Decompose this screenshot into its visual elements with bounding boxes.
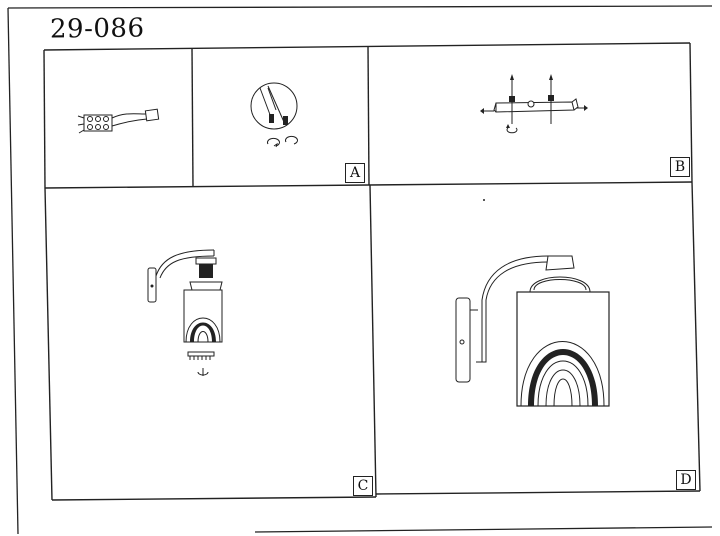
sheet-frame	[7, 5, 713, 535]
panel-label-c: C	[353, 476, 373, 496]
panel-label-b: B	[670, 157, 690, 177]
assembled-lamp-illustration	[455, 199, 610, 407]
mounting-bracket-illustration	[480, 74, 588, 134]
shade-assembly-illustration	[147, 249, 223, 376]
panel-label-d: D	[676, 470, 696, 490]
panel-label-a: A	[345, 163, 365, 183]
terminal-block-illustration	[77, 108, 160, 134]
panel-grid	[43, 42, 701, 501]
model-code: 29-086	[50, 13, 145, 45]
wire-splice-illustration	[250, 82, 298, 148]
